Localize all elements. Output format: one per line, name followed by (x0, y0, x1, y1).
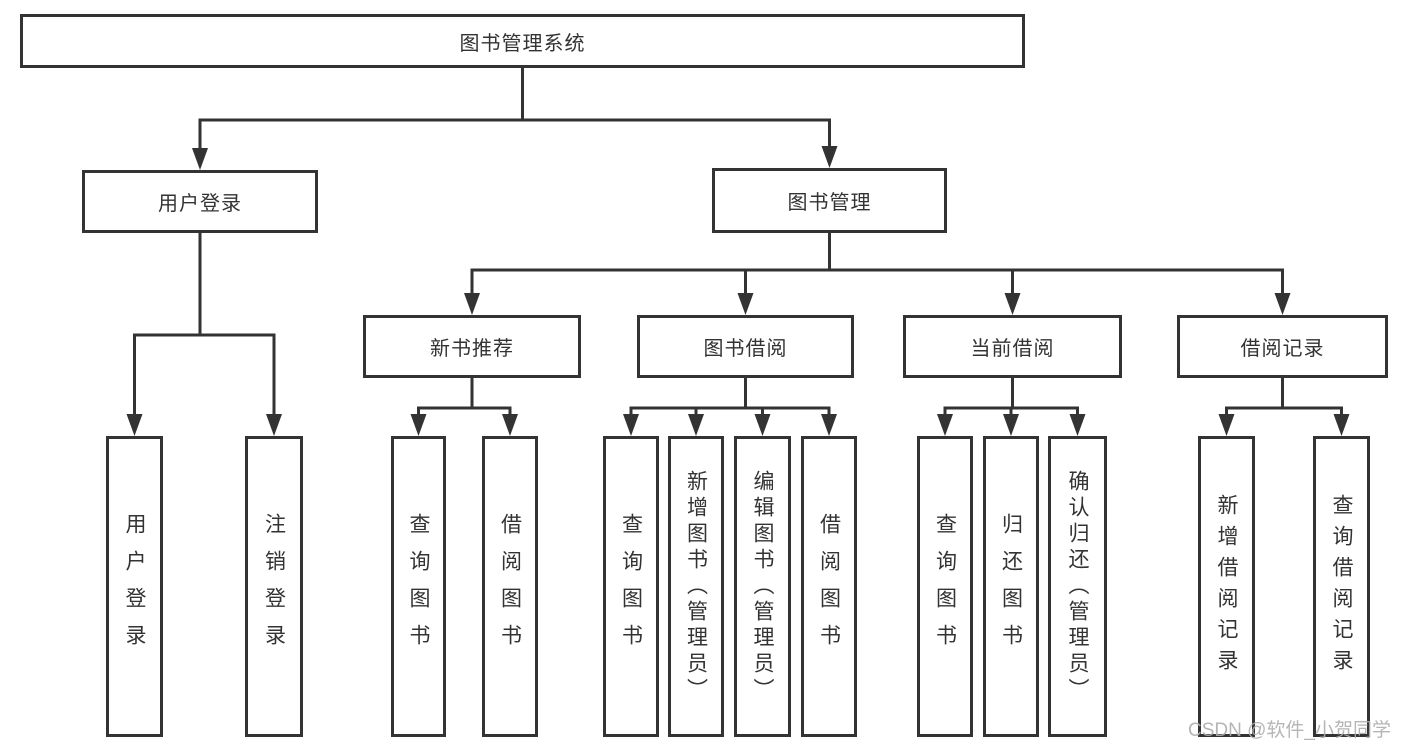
node-borrow-records-label: 借阅记录 (1240, 338, 1325, 360)
leaf-logout-label: 注销登录 (262, 512, 286, 661)
leaf-confirm-return-admin-label: 确认归还（管理员） (1066, 469, 1089, 704)
node-user-login-label: 用户登录 (158, 193, 242, 215)
node-current-borrow: 当前借阅 (903, 315, 1122, 378)
leaf-query-borrow-record-label: 查询借阅记录 (1330, 493, 1353, 680)
leaf-user-login-label: 用户登录 (123, 512, 146, 661)
leaf-query-books-3-label: 查询图书 (933, 512, 957, 661)
leaf-query-books-2-label: 查询图书 (619, 512, 643, 661)
leaf-add-borrow-record-label: 新增借阅记录 (1215, 493, 1238, 680)
leaf-borrow-books-2: 借阅图书 (801, 436, 857, 737)
node-book-borrow: 图书借阅 (637, 315, 854, 378)
leaf-add-borrow-record: 新增借阅记录 (1198, 436, 1255, 737)
leaf-borrow-books-1-label: 借阅图书 (498, 512, 522, 661)
node-new-book-recommend-label: 新书推荐 (430, 338, 514, 360)
csdn-watermark: CSDN @软件_小贺同学 (1188, 720, 1391, 741)
leaf-borrow-books-2-label: 借阅图书 (817, 512, 841, 661)
node-root: 图书管理系统 (20, 14, 1025, 68)
leaf-logout: 注销登录 (245, 436, 303, 737)
leaf-query-books-2: 查询图书 (603, 436, 659, 737)
leaf-query-borrow-record: 查询借阅记录 (1313, 436, 1370, 737)
leaf-add-book-admin-label: 新增图书（管理员） (684, 469, 708, 704)
leaf-confirm-return-admin: 确认归还（管理员） (1048, 436, 1107, 737)
leaf-edit-book-admin: 编辑图书（管理员） (734, 436, 791, 737)
leaf-user-login: 用户登录 (106, 436, 163, 737)
node-book-borrow-label: 图书借阅 (703, 338, 788, 360)
leaf-return-book-label: 归还图书 (999, 512, 1023, 661)
node-user-login: 用户登录 (82, 170, 318, 233)
leaf-query-books-3: 查询图书 (917, 436, 973, 737)
leaf-return-book: 归还图书 (983, 436, 1039, 737)
node-book-management: 图书管理 (712, 168, 947, 233)
leaf-query-books-1: 查询图书 (391, 436, 446, 737)
node-current-borrow-label: 当前借阅 (970, 338, 1055, 360)
node-root-label: 图书管理系统 (459, 32, 586, 55)
node-borrow-records: 借阅记录 (1177, 315, 1388, 378)
leaf-borrow-books-1: 借阅图书 (482, 436, 538, 737)
leaf-add-book-admin: 新增图书（管理员） (668, 436, 724, 737)
leaf-query-books-1-label: 查询图书 (407, 512, 430, 661)
node-book-management-label: 图书管理 (787, 192, 872, 214)
node-new-book-recommend: 新书推荐 (363, 315, 581, 378)
leaf-edit-book-admin-label: 编辑图书（管理员） (751, 469, 774, 704)
